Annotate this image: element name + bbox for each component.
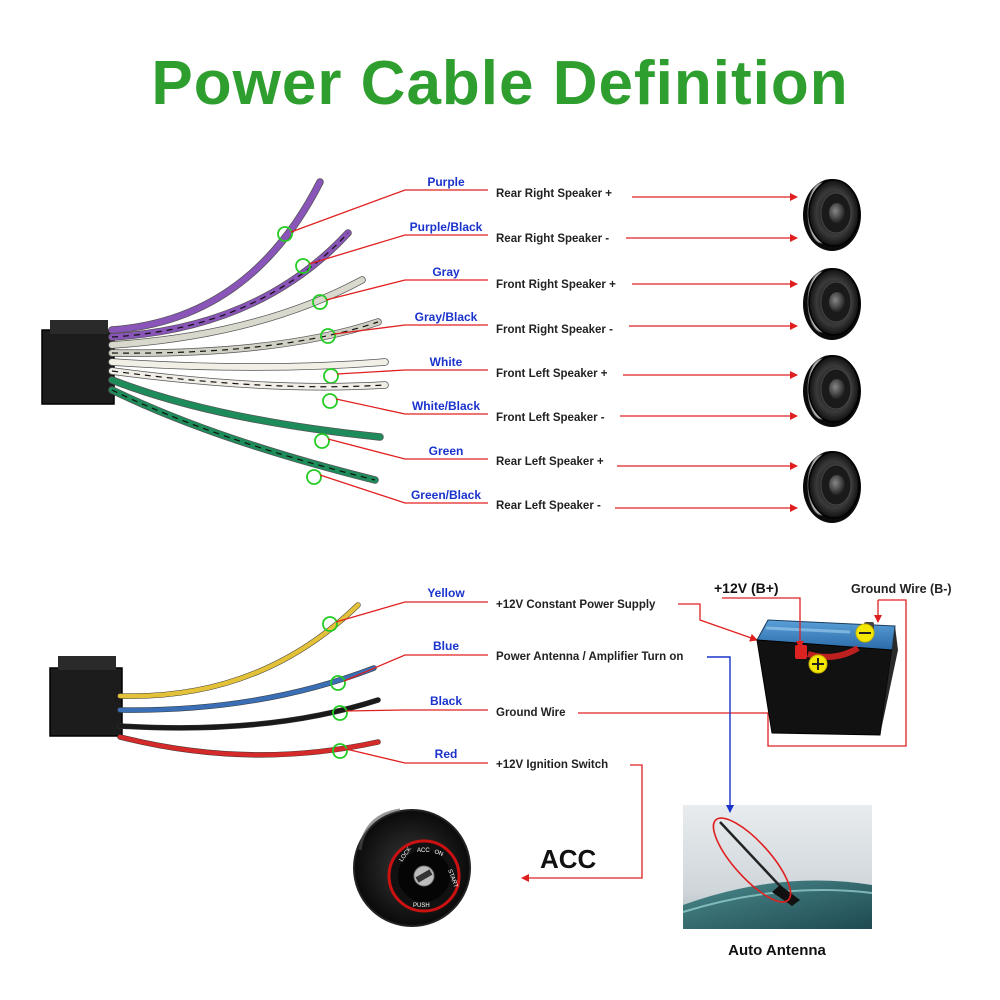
speaker-function-label: Front Right Speaker -: [496, 324, 613, 336]
speaker-wire: [109, 377, 383, 440]
auto-antenna-photo: [682, 805, 873, 929]
speaker-wire-stripe: [111, 370, 386, 388]
antenna-caption: Auto Antenna: [728, 942, 826, 959]
power-wire-leader: [345, 748, 488, 764]
power-wire: [117, 665, 377, 713]
speaker-function-label: Front Left Speaker +: [496, 368, 608, 380]
speaker-function-label: Rear Right Speaker -: [496, 233, 609, 245]
power-wire: [117, 602, 361, 699]
ignition-key-photo: LOCK ACC ON START PUSH: [353, 808, 471, 927]
speaker-icons: [803, 179, 861, 523]
page-title: Power Cable Definition: [151, 49, 849, 118]
battery-positive-label: +12V (B+): [714, 580, 779, 596]
power-wire-color-label: Yellow: [427, 586, 465, 600]
ground-wire-leader: [578, 599, 907, 747]
speaker-function-label: Front Left Speaker -: [496, 412, 605, 424]
power-wire: [117, 697, 381, 731]
speaker-wire-stripe: [111, 389, 376, 481]
wire-marker-ring: [312, 294, 328, 310]
constant-power-leader: [678, 603, 758, 642]
speaker-function-label: Rear Left Speaker +: [496, 456, 604, 468]
acc-leader: [521, 764, 643, 882]
key-on-label: ON: [433, 849, 444, 858]
car-battery: [756, 619, 898, 736]
speaker-wire-leader: [319, 474, 488, 504]
power-harness: [49, 602, 381, 759]
speaker-wire-stripe: [111, 232, 349, 338]
power-wire-color-label: Red: [435, 747, 458, 761]
speaker-function-label: Rear Left Speaker -: [496, 500, 601, 512]
power-wire-color-label: Blue: [433, 639, 459, 653]
speaker-connector-latch: [50, 320, 108, 334]
wire-marker-ring: [295, 258, 311, 274]
power-wire-leader: [345, 709, 488, 712]
power-wire-leader: [335, 601, 488, 623]
speaker-icon: [803, 179, 861, 251]
speaker-wire-color-label: Gray/Black: [415, 310, 478, 324]
speaker-wire-leader: [327, 438, 488, 460]
power-function-label: +12V Ignition Switch: [496, 759, 608, 771]
speaker-function-label: Rear Right Speaker +: [496, 188, 612, 200]
speaker-wire-color-label: Purple: [427, 175, 465, 189]
antenna-leader: [707, 656, 734, 813]
speaker-icon: [803, 268, 861, 340]
power-connector: [49, 667, 123, 737]
wire-marker-ring: [322, 616, 338, 632]
speaker-wire-leader: [333, 324, 488, 335]
power-function-label: +12V Constant Power Supply: [496, 599, 656, 611]
key-acc-label: ACC: [417, 848, 430, 854]
speaker-function-label: Front Right Speaker +: [496, 279, 616, 291]
speaker-icon: [803, 451, 861, 523]
wire-marker-ring: [332, 705, 348, 721]
power-function-label: Power Antenna / Amplifier Turn on: [496, 651, 683, 663]
speaker-wire-leader: [325, 279, 488, 301]
power-wire-leader: [343, 654, 488, 682]
power-wire-color-label: Black: [430, 694, 462, 708]
power-wire: [117, 734, 381, 758]
wire-marker-ring: [322, 393, 338, 409]
speaker-wire-color-label: White/Black: [412, 399, 480, 413]
speaker-connector: [41, 329, 115, 405]
speaker-wire-leader: [335, 398, 488, 415]
wire-marker-ring: [314, 433, 330, 449]
speaker-wire-color-label: Purple/Black: [410, 220, 483, 234]
speaker-wire-color-label: Gray: [432, 265, 460, 279]
speaker-wire-color-label: Green/Black: [411, 488, 481, 502]
power-function-label: Ground Wire: [496, 707, 566, 719]
speaker-icon: [803, 355, 861, 427]
positive-terminal: [795, 645, 807, 659]
speaker-wire: [109, 359, 388, 370]
power-wire-labels: Yellow +12V Constant Power SupplyBluePowe…: [335, 586, 907, 771]
speaker-wire-color-label: White: [430, 355, 463, 369]
wire-marker-ring: [323, 368, 339, 384]
wire-marker-ring: [330, 675, 346, 691]
speaker-wire-leader: [336, 369, 488, 375]
speaker-wire-leader: [290, 189, 488, 233]
wire-marker-ring: [320, 328, 336, 344]
speaker-wire-color-label: Green: [429, 444, 464, 458]
speaker-wire: [109, 319, 381, 357]
acc-label: ACC: [540, 844, 597, 874]
wire-marker-ring: [277, 226, 293, 242]
power-connector-latch: [58, 656, 116, 670]
wire-marker-ring: [332, 743, 348, 759]
speaker-wire-leader: [308, 234, 488, 265]
wire-marker-ring: [306, 469, 322, 485]
key-push-label: PUSH: [413, 903, 430, 909]
speaker-wire: [109, 277, 365, 348]
speaker-harness: [41, 178, 389, 485]
speaker-wire: [109, 179, 323, 333]
battery-ground-label: Ground Wire (B-): [851, 582, 952, 596]
battery-positive-leader: [722, 597, 804, 649]
